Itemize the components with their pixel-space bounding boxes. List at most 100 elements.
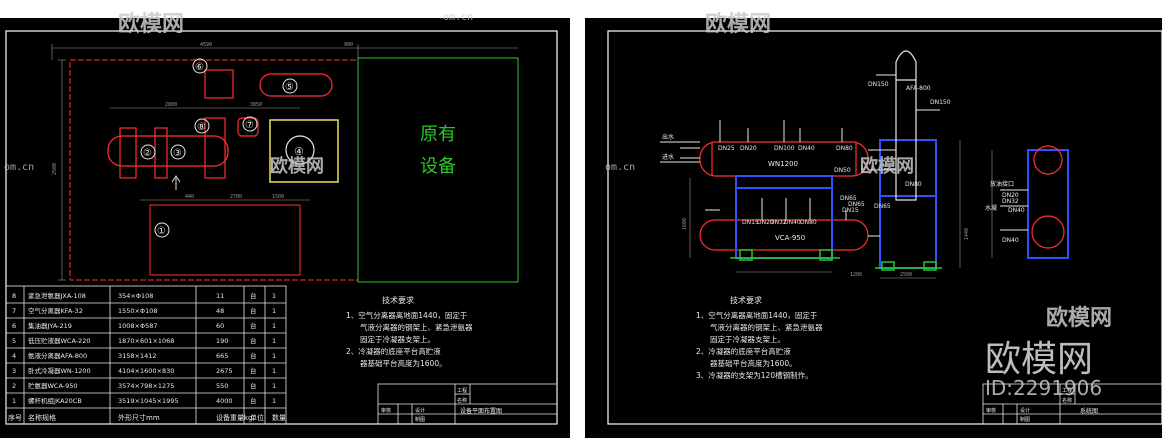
table-cell-unit: 台 [250, 336, 257, 345]
right-tb-r2: 设计 [1020, 407, 1030, 414]
north-arrow [171, 175, 181, 190]
left-tb-r5: 名称 [457, 397, 467, 404]
watermark-brand-3: 欧模网 [1046, 306, 1113, 331]
callout-6 [192, 58, 208, 74]
right-frame-border [607, 30, 1162, 425]
pipe-label: DN32 [770, 219, 787, 226]
rs-label-wn1200: WN1200 [768, 160, 798, 168]
table-cell-size: 354×Φ108 [118, 292, 153, 300]
table-cell-size: 3574×798×1275 [118, 382, 174, 390]
table-cell-name: 螺杆机组JKA20CB [28, 396, 82, 405]
table-cell-weight: 550 [216, 382, 228, 390]
table-cell-weight: 11 [216, 292, 224, 300]
table-cell-no: 7 [12, 307, 16, 315]
right-note-1: 1、空气分离器离地面1440，固定于 [696, 310, 818, 320]
table-cell-weight: 190 [216, 337, 228, 345]
right-dimension-lines [689, 140, 993, 279]
table-cell-weight: 4000 [216, 397, 233, 405]
table-cell-name: 氨液分离器AFA-800 [28, 351, 87, 360]
table-cell-weight: 665 [216, 352, 228, 360]
watermark-id: ID:2291906 [985, 376, 1103, 400]
table-cell-qty: 1 [272, 337, 276, 345]
left-dim-7: 2700 [230, 194, 242, 200]
callout-1 [154, 222, 170, 238]
right-notes-title: 技术要求 [730, 295, 762, 305]
table-cell-unit: 台 [250, 306, 257, 315]
table-cell-qty: 1 [272, 352, 276, 360]
callout-2-label: ② [143, 148, 152, 159]
table-cell-unit: 台 [250, 381, 257, 390]
callout-4-label: ④ [294, 145, 304, 158]
equipment-shapes [107, 69, 333, 179]
callout-1-label: ① [157, 226, 166, 237]
left-tb-r3: 制图 [415, 416, 425, 423]
pipe-label: DN100 [774, 145, 795, 152]
left-note-3: 固定于冷凝器支架上。 [360, 334, 435, 344]
right-tb-r1: 审核 [986, 407, 996, 414]
callout-6-label: ⑥ [195, 62, 204, 73]
callout-5-label: ⑤ [285, 82, 294, 93]
table-cell-size: 3158×1412 [118, 352, 157, 360]
pipe-label: DN25 [718, 145, 735, 152]
separator-column [895, 50, 917, 201]
table-cell-qty: 1 [272, 292, 276, 300]
rs-dim-1: 1440 [964, 228, 970, 240]
table-cell-name: 集油器JYA-219 [28, 321, 72, 330]
table-cell-qty: 1 [272, 382, 276, 390]
left-dim-2: 900 [344, 42, 353, 48]
existing-equipment-area [357, 57, 519, 283]
oil-collector-shape [204, 69, 234, 99]
right-drawing-name: 系统图 [1080, 407, 1098, 415]
table-cell-name: 紧急泄氨器JXA-108 [28, 291, 86, 300]
table-cell-unit: 台 [250, 396, 257, 405]
left-note-2: 气液分离器的钢架上、紧急泄氨器 [360, 322, 473, 332]
table-cell-size: 4104×1600×830 [118, 367, 174, 375]
platform-frame [269, 119, 339, 183]
pipe-label: DN80 [800, 219, 817, 226]
pipe-label: DN40 [798, 145, 815, 152]
right-note-5: 器基础平台高度为1600。 [710, 358, 797, 368]
left-note-4: 2、冷凝器的底座平台高贮液 [346, 346, 441, 356]
piping-lines [660, 74, 1028, 237]
pipe-label: DN150 [930, 99, 951, 106]
watermark-brand-large: 欧模网 [985, 339, 1094, 380]
table-cell-weight: 2675 [216, 367, 233, 375]
table-header-size: 外形尺寸mm [118, 413, 160, 422]
small-vessels [1031, 145, 1065, 249]
equipment-table [5, 285, 287, 425]
table-cell-no: 6 [12, 322, 16, 330]
table-cell-unit: 台 [250, 291, 257, 300]
table-header-weight: 设备重量kg [216, 413, 253, 422]
right-note-4: 2、冷凝器的底座平台高贮液 [696, 346, 791, 356]
right-note-2: 气液分离器的钢架上、紧急泄氨器 [710, 322, 823, 332]
table-cell-size: 1008×Φ587 [118, 322, 158, 330]
separator-shape [204, 117, 226, 179]
table-cell-name: 空气分离器KFA-32 [28, 306, 83, 315]
callout-3 [170, 144, 186, 160]
watermark-brand-1: 欧模网 [118, 12, 185, 37]
watermark-site-3: om.cn [605, 162, 636, 173]
rs-dim-4: 1280 [850, 272, 862, 278]
callout-8-label: ⑧ [197, 122, 206, 133]
table-cell-size: 1870×601×1068 [118, 337, 174, 345]
table-cell-no: 5 [12, 337, 16, 345]
watermark-brand-2: 欧模网 [705, 12, 772, 37]
watermark-site-1: om.cn [443, 12, 474, 23]
left-dim-1: 4590 [200, 42, 212, 48]
rs-label-vca: VCA-950 [775, 234, 805, 242]
table-cell-name: 卧式冷凝器WN-1200 [28, 366, 91, 375]
table-cell-weight: 60 [216, 322, 224, 330]
foundation-lines [730, 249, 942, 271]
left-dim-8: 1500 [272, 194, 284, 200]
table-header-name: 名称规格 [28, 413, 56, 422]
table-cell-unit: 台 [250, 321, 257, 330]
left-note-5: 器基础平台高度为1600。 [360, 358, 447, 368]
left-notes-title: 技术要求 [382, 295, 414, 305]
callout-7 [242, 116, 258, 132]
pipe-label: DN20 [740, 145, 757, 152]
pipe-label: 出水 [662, 133, 674, 141]
left-tb-r1: 审核 [381, 407, 391, 414]
pipe-label: DN65 [840, 195, 857, 202]
